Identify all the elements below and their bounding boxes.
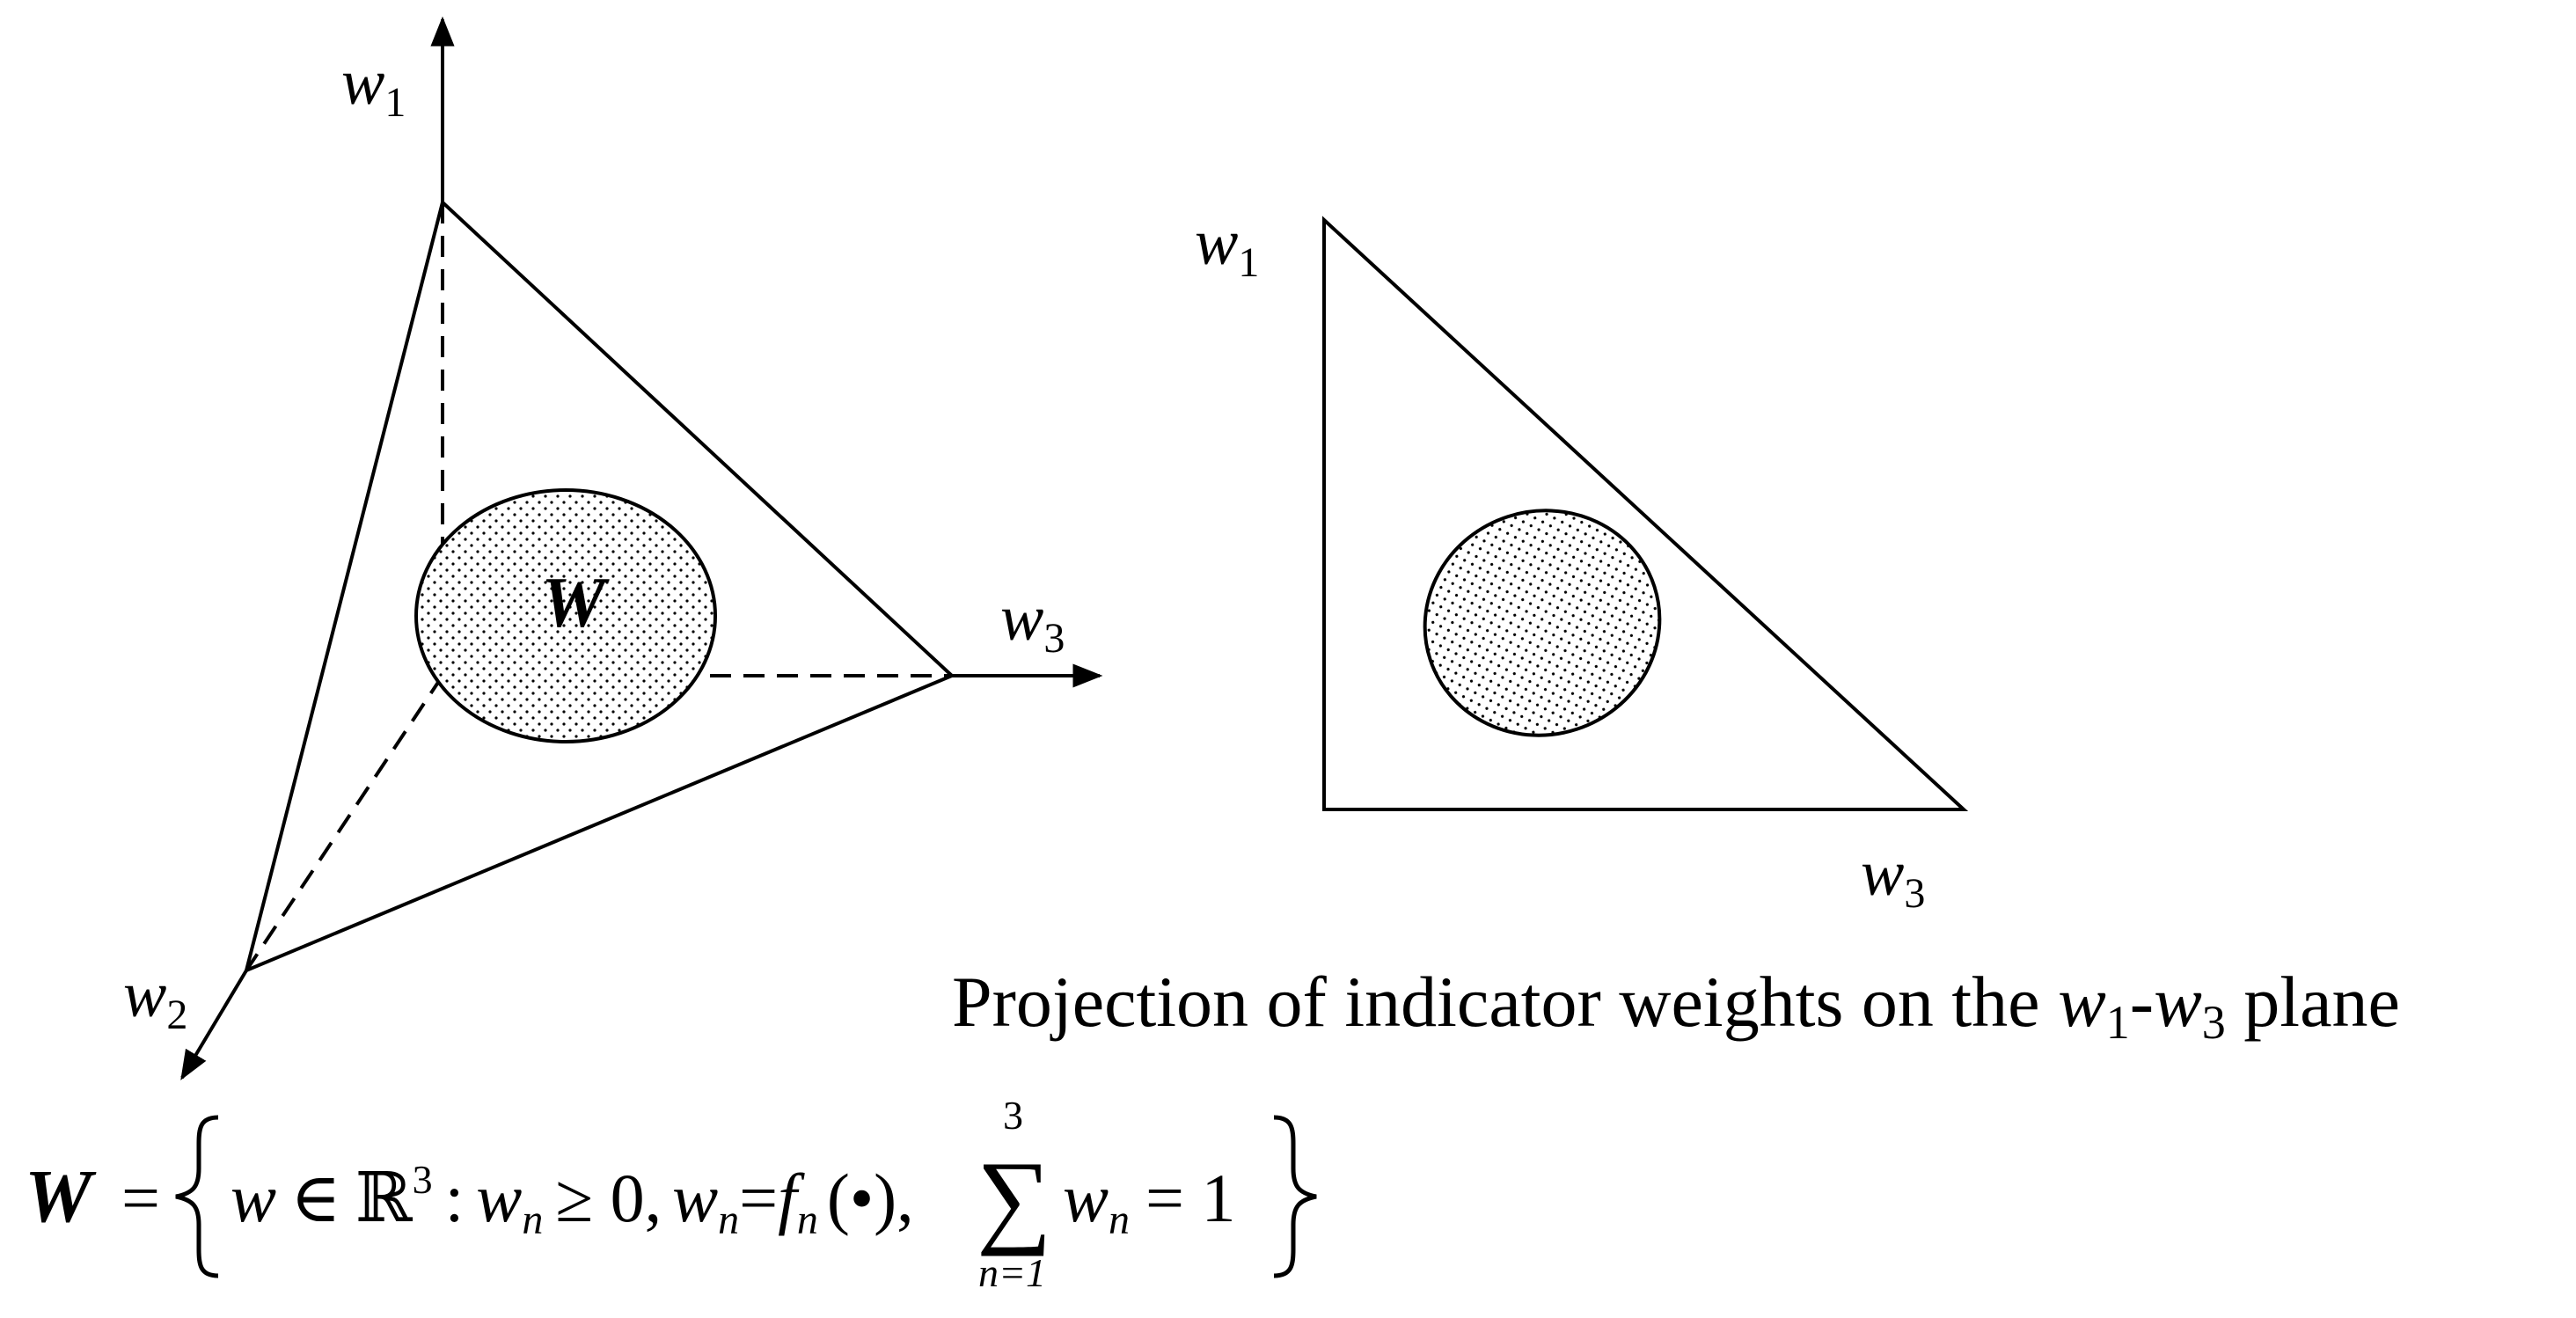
axis-w1-label: w1 bbox=[341, 47, 406, 126]
formula-left-brace bbox=[175, 1115, 219, 1278]
axis-w2-line bbox=[180, 969, 248, 1080]
formula-sum-term: wn= 1 bbox=[1063, 1160, 1236, 1243]
formula: W = w∈ℝ3:wn≥ 0,wn=fn(•), 3 ∑ n=1 wn= 1 bbox=[25, 1093, 1317, 1295]
projection-figure: w1 w3 Projection of indicator weights on… bbox=[952, 207, 2400, 1049]
axis-w2-label: w2 bbox=[123, 959, 187, 1038]
projection-region-ellipse bbox=[1423, 509, 1662, 737]
tetrahedron-figure: w1 w3 w2 W bbox=[123, 16, 1103, 1080]
formula-sum-upper: 3 bbox=[1003, 1093, 1023, 1138]
simplex-triangle bbox=[244, 199, 955, 974]
formula-lhs: W bbox=[25, 1153, 97, 1238]
formula-sum-symbol: ∑ bbox=[977, 1139, 1052, 1256]
weight-region-ellipse bbox=[414, 488, 717, 743]
formula-equals: = bbox=[121, 1160, 160, 1236]
axis-w3-label: w3 bbox=[1000, 582, 1065, 662]
hidden-edge-diagonal bbox=[245, 674, 444, 972]
formula-sum-lower: n=1 bbox=[978, 1250, 1046, 1295]
region-w-label: W bbox=[541, 562, 610, 642]
projection-axis-w3-label: w3 bbox=[1861, 838, 1925, 917]
projection-triangle bbox=[1322, 216, 1969, 811]
projection-axis-w1-label: w1 bbox=[1195, 207, 1259, 286]
formula-set-body: w∈ℝ3:wn≥ 0,wn=fn(•), bbox=[231, 1157, 914, 1243]
projection-caption: Projection of indicator weights on the w… bbox=[952, 962, 2400, 1049]
formula-right-brace bbox=[1273, 1115, 1317, 1278]
